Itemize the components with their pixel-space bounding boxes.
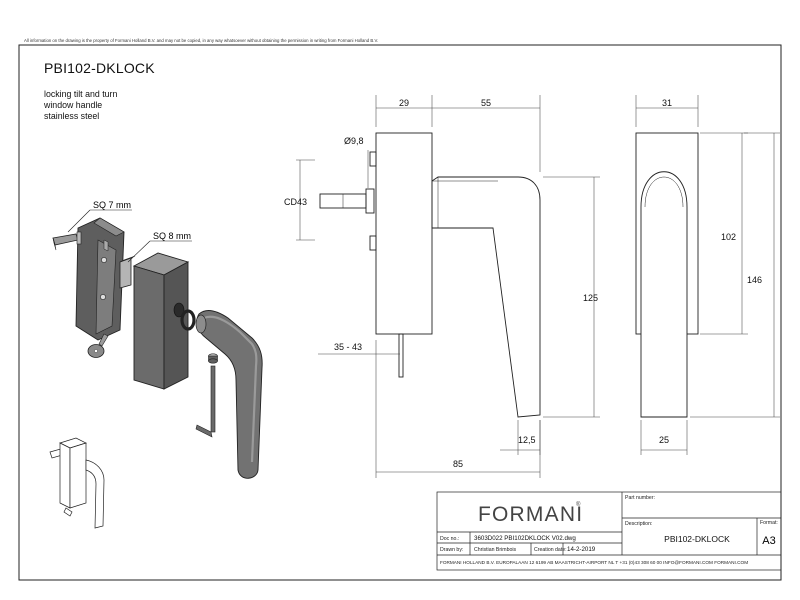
- dim-31: 31: [662, 98, 672, 108]
- doc-no-value: 3603D022 PBI102DKLOCK V02.dwg: [474, 535, 576, 542]
- base-plate: [75, 217, 125, 358]
- iso-line-view: [49, 437, 105, 529]
- dim-29: 29: [399, 98, 409, 108]
- brand-registered-mark: ®: [576, 501, 581, 508]
- dim-cd43: CD43: [284, 197, 307, 207]
- description-line: locking tilt and turn: [44, 89, 118, 99]
- spindle-sq7: [52, 233, 79, 251]
- description-value: PBI102-DKLOCK: [664, 534, 730, 544]
- dim-35-43: 35 - 43: [334, 342, 362, 352]
- sheet-border: [18, 44, 782, 581]
- dim-12-5: 12,5: [518, 435, 536, 445]
- description-line: stainless steel: [44, 111, 100, 121]
- dim-55: 55: [481, 98, 491, 108]
- creation-date-label: Creation date:: [534, 547, 567, 553]
- format-value: A3: [762, 535, 775, 547]
- front-view: [635, 132, 699, 418]
- title-block-text: FORMANI ® Part number: Description: PBI1…: [440, 495, 778, 565]
- spindle-sq8: [119, 255, 136, 289]
- dim-102: 102: [721, 232, 736, 242]
- doc-no-label: Doc no.:: [440, 536, 459, 542]
- side-view: [319, 132, 541, 418]
- description-line: window handle: [44, 100, 103, 110]
- dim-85: 85: [453, 459, 463, 469]
- allen-key: [195, 365, 216, 438]
- dim-146: 146: [747, 275, 762, 285]
- o-ring: [180, 309, 196, 331]
- dim-25: 25: [659, 435, 669, 445]
- dimension-text: 29 55 31 Ø9,8 CD43 35 - 43 125 102 146 1…: [284, 98, 762, 469]
- part-number-label: Part number:: [625, 495, 655, 501]
- dim-diameter: Ø9,8: [344, 136, 364, 146]
- description-label: Description:: [625, 521, 652, 527]
- dimension-lines: [296, 95, 780, 478]
- creation-date-value: 14-2-2019: [567, 546, 596, 553]
- title-block: [436, 491, 782, 571]
- format-label: Format:: [760, 520, 778, 526]
- drawn-by-value: Christian Brimbois: [474, 547, 516, 553]
- product-description: locking tilt and turn window handle stai…: [44, 89, 117, 122]
- rose-block: [132, 252, 190, 390]
- company-footer: FORMANI HOLLAND B.V. EUROPALAAN 12 6199 …: [440, 560, 748, 565]
- exploded-view: SQ 7 mm SQ 8 mm: [52, 200, 263, 479]
- label-sq7: SQ 7 mm: [93, 200, 131, 210]
- product-title: PBI102-DKLOCK: [44, 60, 155, 76]
- brand-logo: FORMANI: [478, 503, 583, 526]
- drawn-by-label: Drawn by:: [440, 547, 463, 553]
- label-sq8: SQ 8 mm: [153, 231, 191, 241]
- lever-handle-3d: [195, 310, 263, 479]
- set-screw: [208, 353, 218, 364]
- copyright-notice: All information on the drawing is the pr…: [24, 38, 379, 43]
- dim-125: 125: [583, 293, 598, 303]
